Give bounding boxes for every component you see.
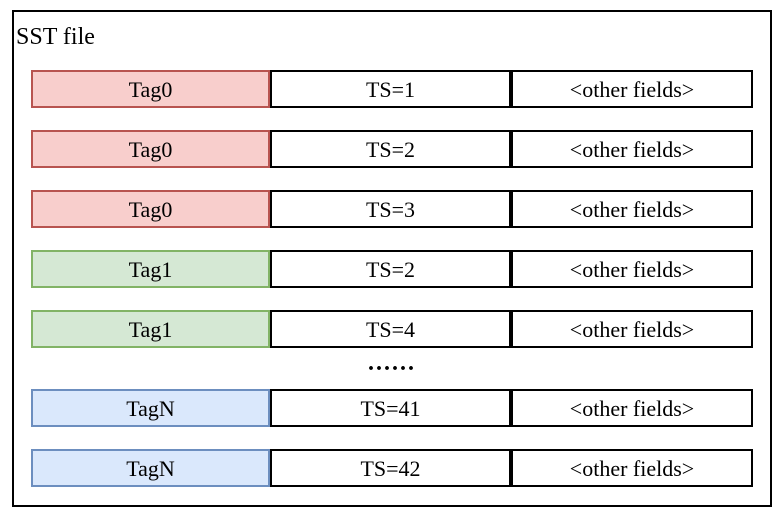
sst-file-container: SST file Tag0 TS=1 <other fields> Tag0 T… [12, 10, 772, 507]
record-row: Tag0 TS=1 <other fields> [31, 70, 753, 108]
timestamp-cell: TS=1 [270, 70, 511, 108]
other-fields-cell: <other fields> [511, 250, 753, 288]
other-fields-cell: <other fields> [511, 190, 753, 228]
tag-cell: Tag0 [31, 130, 270, 168]
timestamp-cell: TS=2 [270, 130, 511, 168]
other-fields-cell: <other fields> [511, 389, 753, 427]
other-fields-cell: <other fields> [511, 310, 753, 348]
timestamp-cell: TS=4 [270, 310, 511, 348]
tag-cell: Tag1 [31, 250, 270, 288]
record-row: Tag1 TS=2 <other fields> [31, 250, 753, 288]
record-row: Tag0 TS=2 <other fields> [31, 130, 753, 168]
record-row: TagN TS=41 <other fields> [31, 389, 753, 427]
record-row: Tag0 TS=3 <other fields> [31, 190, 753, 228]
tag-cell: Tag0 [31, 70, 270, 108]
timestamp-cell: TS=42 [270, 449, 511, 487]
timestamp-cell: TS=41 [270, 389, 511, 427]
tag-cell: TagN [31, 449, 270, 487]
sst-file-label: SST file [16, 24, 95, 50]
record-rows: Tag0 TS=1 <other fields> Tag0 TS=2 <othe… [31, 12, 753, 505]
other-fields-cell: <other fields> [511, 449, 753, 487]
ellipsis-text: ...... [368, 350, 416, 376]
tag-cell: Tag0 [31, 190, 270, 228]
timestamp-cell: TS=3 [270, 190, 511, 228]
timestamp-cell: TS=2 [270, 250, 511, 288]
tag-cell: TagN [31, 389, 270, 427]
tag-cell: Tag1 [31, 310, 270, 348]
other-fields-cell: <other fields> [511, 70, 753, 108]
record-row: Tag1 TS=4 <other fields> [31, 310, 753, 348]
record-row: TagN TS=42 <other fields> [31, 449, 753, 487]
other-fields-cell: <other fields> [511, 130, 753, 168]
